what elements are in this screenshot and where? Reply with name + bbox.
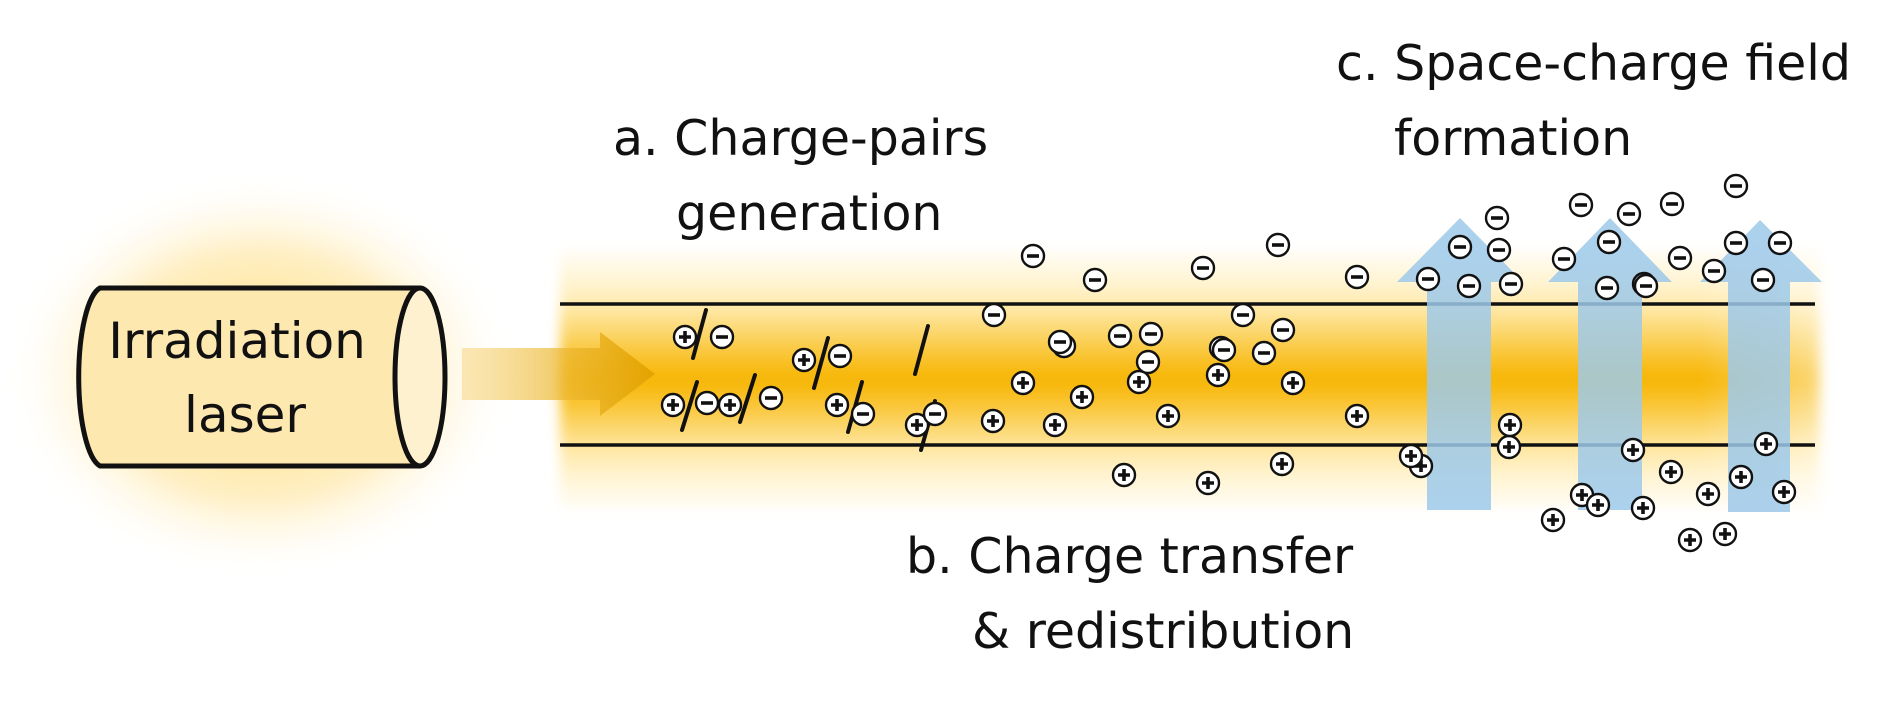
- minus-charge-icon: [1667, 245, 1693, 271]
- minus-charge-icon: [758, 385, 784, 411]
- minus-charge-icon: [1230, 302, 1256, 328]
- plus-charge-icon: [1195, 470, 1221, 496]
- plus-charge-icon: [1497, 412, 1523, 438]
- charges: [660, 173, 1797, 553]
- minus-charge-icon: [1447, 234, 1473, 260]
- minus-charge-icon: [1767, 230, 1793, 256]
- minus-charge-icon: [1047, 329, 1073, 355]
- step-c-label: c. Space-charge field formation: [1336, 35, 1867, 167]
- plus-charge-icon: [1042, 412, 1068, 438]
- plus-charge-icon: [1111, 462, 1137, 488]
- minus-charge-icon: [1498, 271, 1524, 297]
- minus-charge-icon: [1633, 273, 1659, 299]
- minus-charge-icon: [1138, 321, 1164, 347]
- beam-arrow-icon: [462, 332, 655, 416]
- plus-charge-icon: [1753, 431, 1779, 457]
- plus-charge-icon: [1010, 370, 1036, 396]
- minus-charge-icon: [694, 390, 720, 416]
- laser-label: Irradiation laser: [108, 312, 382, 444]
- step-b-label: b. Charge transfer & redistribution: [906, 528, 1369, 660]
- minus-charge-icon: [1251, 340, 1277, 366]
- minus-charge-icon: [1456, 273, 1482, 299]
- plus-charge-icon: [1695, 481, 1721, 507]
- minus-charge-icon: [827, 343, 853, 369]
- plus-charge-icon: [1620, 437, 1646, 463]
- minus-charge-icon: [1659, 191, 1685, 217]
- minus-charge-icon: [1135, 349, 1161, 375]
- minus-charge-icon: [1484, 205, 1510, 231]
- minus-charge-icon: [1701, 258, 1727, 284]
- plus-charge-icon: [1658, 459, 1684, 485]
- plus-charge-icon: [1630, 495, 1656, 521]
- step-a-label: a. Charge-pairs generation: [613, 110, 1004, 242]
- plus-charge-icon: [1205, 362, 1231, 388]
- minus-charge-icon: [1265, 232, 1291, 258]
- minus-charge-icon: [1723, 230, 1749, 256]
- minus-charge-icon: [981, 302, 1007, 328]
- plus-charge-icon: [717, 392, 743, 418]
- plus-charge-icon: [1269, 451, 1295, 477]
- minus-charge-icon: [922, 401, 948, 427]
- minus-charge-icon: [1750, 267, 1776, 293]
- minus-charge-icon: [1723, 173, 1749, 199]
- minus-charge-icon: [1107, 323, 1133, 349]
- plus-charge-icon: [660, 392, 686, 418]
- minus-charge-icon: [1020, 243, 1046, 269]
- plus-charge-icon: [1496, 434, 1522, 460]
- plus-charge-icon: [1585, 492, 1611, 518]
- plus-charge-icon: [1771, 479, 1797, 505]
- up-arrow-icon: [1700, 220, 1822, 512]
- plus-charge-icon: [1126, 369, 1152, 395]
- minus-charge-icon: [1211, 337, 1237, 363]
- minus-charge-icon: [850, 401, 876, 427]
- minus-charge-icon: [709, 324, 735, 350]
- minus-charge-icon: [1415, 266, 1441, 292]
- plus-charge-icon: [1677, 527, 1703, 553]
- field-arrows: [1397, 218, 1822, 512]
- plus-charge-icon: [1712, 521, 1738, 547]
- plus-charge-icon: [980, 408, 1006, 434]
- plus-charge-icon: [1155, 403, 1181, 429]
- plus-charge-icon: [904, 412, 930, 438]
- plus-charge-icon: [1728, 464, 1754, 490]
- minus-charge-icon: [1344, 264, 1370, 290]
- plus-charge-icon: [1069, 384, 1095, 410]
- plus-charge-icon: [791, 347, 817, 373]
- minus-charge-icon: [1568, 192, 1594, 218]
- plus-charge-icon: [1398, 443, 1424, 469]
- minus-charge-icon: [1082, 267, 1108, 293]
- minus-charge-icon: [1594, 275, 1620, 301]
- minus-charge-icon: [1486, 237, 1512, 263]
- minus-charge-icon: [1551, 246, 1577, 272]
- minus-charge-icon: [1616, 201, 1642, 227]
- plus-charge-icon: [1280, 370, 1306, 396]
- plus-charge-icon: [1540, 507, 1566, 533]
- cylinder-laser-icon: [76, 285, 448, 469]
- minus-charge-icon: [1190, 255, 1216, 281]
- minus-charge-icon: [1596, 229, 1622, 255]
- plus-charge-icon: [824, 392, 850, 418]
- plus-charge-icon: [1344, 403, 1370, 429]
- plus-charge-icon: [672, 324, 698, 350]
- minus-charge-icon: [1270, 317, 1296, 343]
